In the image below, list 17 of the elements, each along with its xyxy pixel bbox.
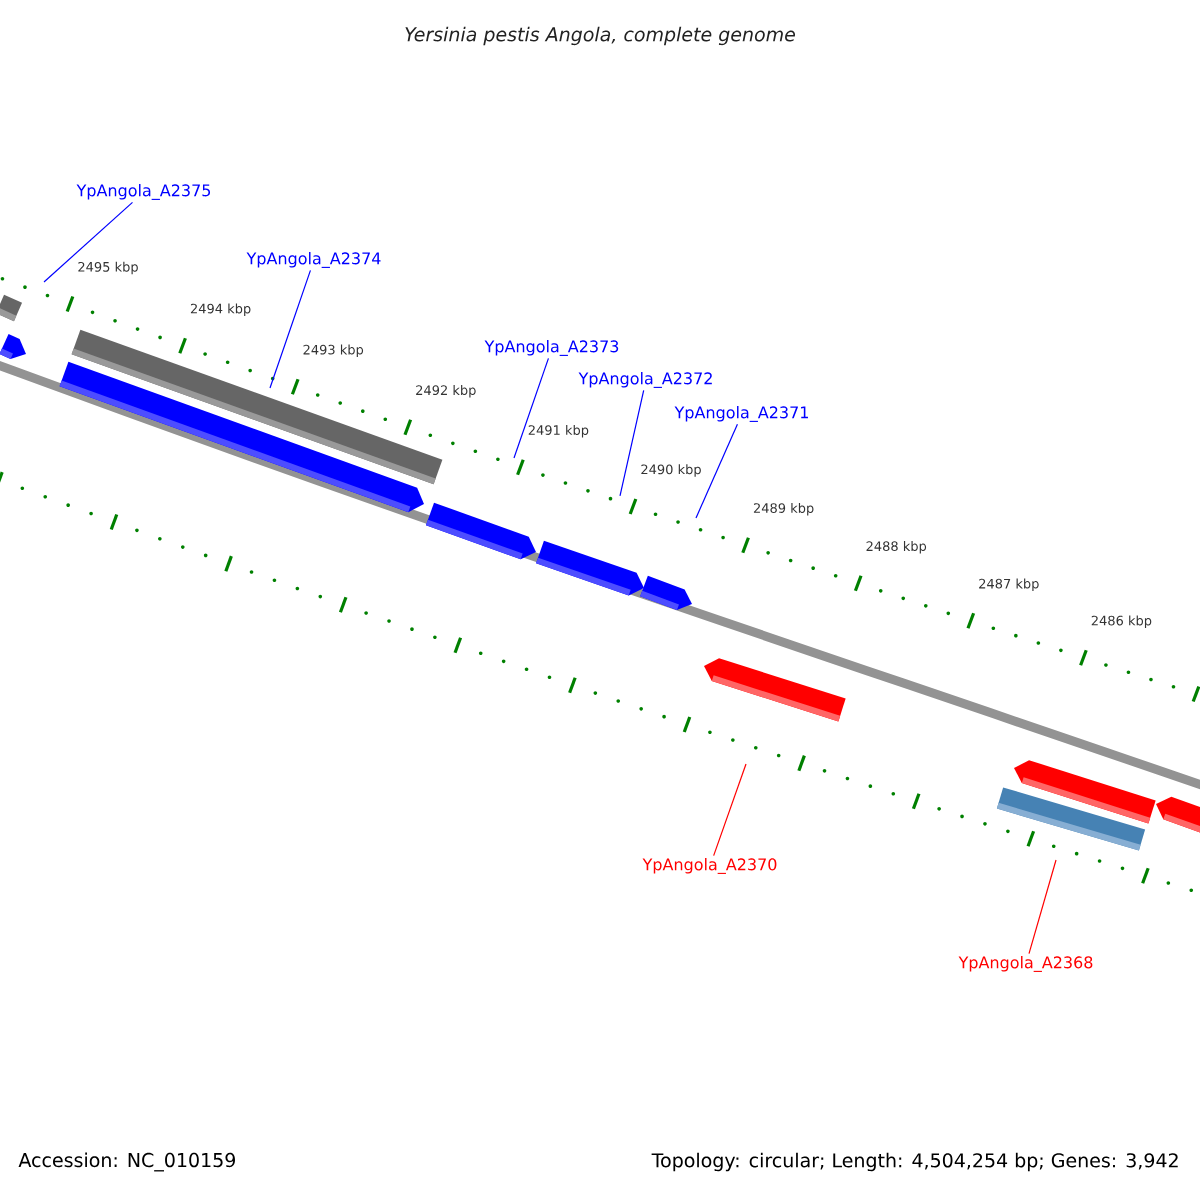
gene-label: YpAngola_A2368 bbox=[958, 956, 1093, 972]
leader-line bbox=[269, 269, 312, 389]
leader-line bbox=[1028, 859, 1057, 955]
leader-line bbox=[695, 423, 738, 519]
gene-label: YpAngola_A2373 bbox=[484, 340, 619, 356]
leader-line bbox=[619, 389, 645, 497]
gene-label: YpAngola_A2372 bbox=[578, 372, 712, 388]
gene-label: YpAngola_A2371 bbox=[674, 406, 808, 422]
footer-text: Accession: NC_010159 bbox=[18, 1152, 235, 1172]
gene-label: YpAngola_A2370 bbox=[642, 858, 777, 874]
leader-line bbox=[513, 357, 550, 459]
leader-line bbox=[43, 201, 134, 283]
footer-text: Topology: circular; Length: 4,504,254 bp; Genes: 3,942 bbox=[651, 1152, 1178, 1172]
gene-label: YpAngola_A2375 bbox=[76, 184, 211, 200]
leader-line bbox=[713, 763, 747, 857]
title: Yersinia pestis Angola, complete genome bbox=[405, 26, 795, 46]
gene-label: YpAngola_A2374 bbox=[246, 252, 381, 268]
